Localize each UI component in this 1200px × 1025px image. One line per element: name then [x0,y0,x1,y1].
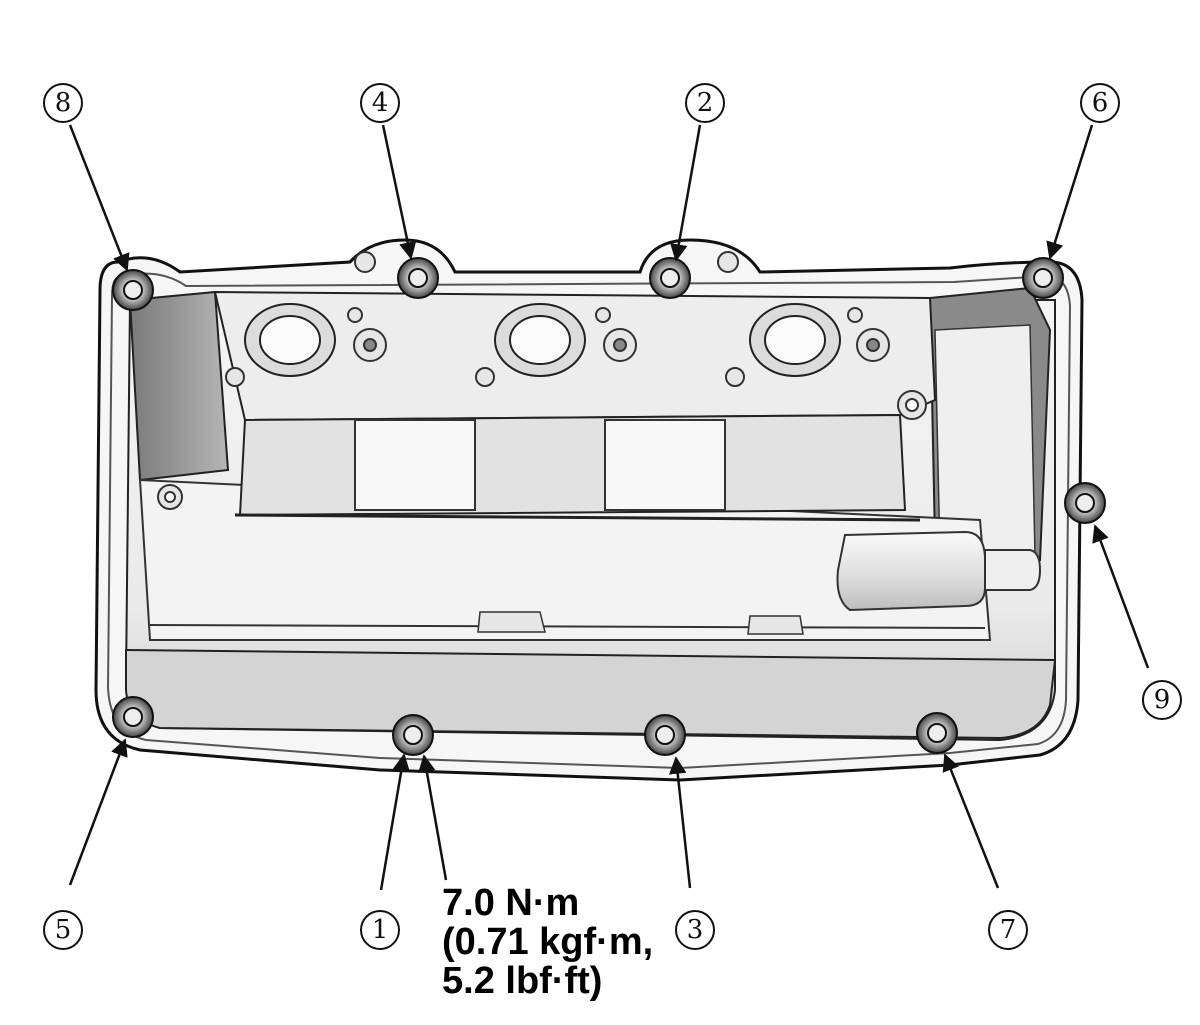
bolt-3 [644,714,686,756]
leader-1-torque [418,754,448,881]
plug-hole-left [244,303,336,377]
bolt-callout-2: 2 [685,83,725,123]
torque-line-kgfm: (0.71 kgf·m, [442,921,654,963]
spark-plug-holes [244,303,841,377]
plug-hole-center [494,303,586,377]
leader-3 [668,756,692,889]
bolt-7 [916,712,958,754]
bolt-5 [112,696,154,738]
bolt-callout-9: 9 [1142,680,1182,720]
bolt-4 [397,257,439,299]
bolt-1 [392,714,434,756]
leader-9 [1092,524,1150,669]
bolt-callout-5: 5 [43,910,83,950]
leader-4 [381,124,417,260]
leader-1 [379,753,410,891]
plug-hole-right [749,303,841,377]
bolt-2 [649,257,691,299]
leader-6 [1046,124,1094,260]
leader-5 [68,738,128,886]
leader-7 [942,753,1000,889]
bolt-callout-6: 6 [1080,83,1120,123]
leader-2 [670,124,702,262]
bolt-6 [1022,257,1064,299]
torque-line-nm: 7.0 N·m [442,882,580,924]
bolt-8 [112,269,154,311]
bolt-callout-1: 1 [360,910,400,950]
torque-specification: 7.0 N·m (0.71 kgf·m, 5.2 lbf·ft) [442,884,653,1001]
leader-8 [68,124,130,272]
bolt-callout-3: 3 [675,910,715,950]
torque-line-lbfft: 5.2 lbf·ft) [442,960,603,1002]
bolt-heads [112,257,1106,756]
leader-arrows [68,124,1150,891]
cover-body [124,286,1057,742]
bolt-9 [1064,482,1106,524]
mounting-bosses [157,251,927,510]
bolt-callout-7: 7 [988,910,1028,950]
bolt-callout-4: 4 [360,83,400,123]
bolt-callout-8: 8 [43,83,83,123]
